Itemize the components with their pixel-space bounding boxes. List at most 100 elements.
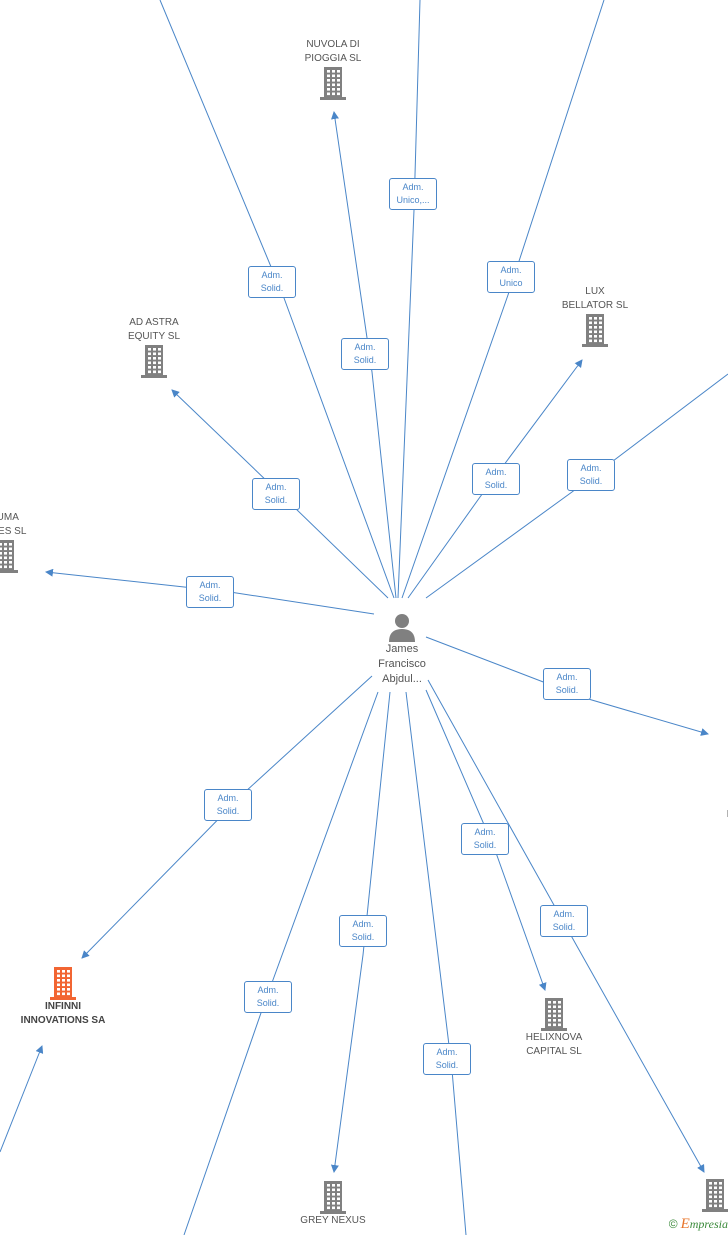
edge-label-line: Adm. (402, 182, 424, 192)
edge-label-line: Solid. (552, 922, 576, 932)
company-node-nuvola[interactable]: NUVOLA DI PIOGGIA SL (273, 38, 393, 100)
company-node-helixnova[interactable]: HELIXNOVA CAPITAL SL (494, 997, 614, 1059)
company-node-infinni[interactable]: INFINNI INNOVATIONS SA (3, 966, 123, 1028)
company-name: INFINNI INNOVATIONS SA (3, 1000, 123, 1028)
edge-label-13[interactable]: Adm. Solid. (339, 915, 387, 947)
center-person-name: James Francisco Abjdul... (342, 642, 462, 687)
edge-line-extra-1 (0, 1045, 44, 1153)
edge-label-8[interactable]: Adm.Solid. (186, 576, 234, 608)
edge-label-line: Solid. (555, 685, 579, 695)
edge-label-5[interactable]: Adm. Solid. (472, 463, 520, 495)
building-icon (541, 998, 567, 1031)
edge-label-line: Adm. (436, 1047, 458, 1057)
edge-label-line: Adm. (265, 482, 287, 492)
edge-line-3 (331, 111, 397, 599)
company-node-grey[interactable]: GREY NEXUS (273, 1180, 393, 1228)
edge-label-line: Adm. (500, 265, 522, 275)
edge-line-13 (330, 691, 391, 1173)
edge-label-7[interactable]: Adm. Solid. (567, 459, 615, 491)
edge-line-7 (425, 373, 728, 599)
company-name-line: NUVOLA DI (306, 39, 360, 50)
building-icon (702, 1179, 728, 1212)
company-name: NUVOLA DI PIOGGIA SL (273, 38, 393, 66)
company-name: LUX BELLATOR SL (535, 285, 655, 313)
company-name-line: GREY NEXUS (300, 1215, 366, 1226)
person-icon (389, 614, 415, 642)
company-name-line: AD ASTRA (129, 317, 179, 328)
building-icon (320, 67, 346, 100)
building-icon (320, 1181, 346, 1214)
brand-initial: E (680, 1216, 690, 1232)
edge-line-2 (397, 0, 421, 599)
brand-name: mpresia (689, 1217, 728, 1231)
edge-label-line: Solid. (435, 1060, 459, 1070)
edge-label-6[interactable]: Adm.Solid. (252, 478, 300, 510)
edge-label-line: Solid. (353, 355, 377, 365)
edge-label-line: Solid. (216, 806, 240, 816)
edge-label-line: Solid. (579, 476, 603, 486)
edge-label-2[interactable]: Adm. Unico,... (389, 178, 437, 210)
edge-label-line: Adm. (217, 793, 239, 803)
company-name-line: PIOGGIA SL (304, 53, 362, 64)
edge-label-11[interactable]: Adm.Solid. (461, 823, 509, 855)
company-node-av[interactable]: AVAINTE (678, 780, 728, 822)
edge-label-line: Unico (499, 278, 523, 288)
company-name-line: HELIXNOVA (525, 1032, 583, 1043)
edge-label-line: Adm. (474, 827, 496, 837)
company-node-br[interactable] (655, 1178, 728, 1212)
center-person-node[interactable]: James Francisco Abjdul... (342, 612, 462, 687)
edge-label-line: Adm. (354, 342, 376, 352)
edge-label-line: Adm. (261, 270, 283, 280)
company-name-line: EQUITY SL (127, 331, 181, 342)
edge-label-line: Adm. (553, 909, 575, 919)
edge-label-line: Adm. (352, 919, 374, 929)
edge-label-4[interactable]: Adm. Unico (487, 261, 535, 293)
company-name: AD ASTRA EQUITY SL (94, 316, 214, 344)
building-icon (141, 345, 167, 378)
edge-label-line: Solid. (198, 593, 222, 603)
company-node-ad-astra[interactable]: AD ASTRA EQUITY SL (94, 316, 214, 378)
company-name-line: BELLATOR SL (561, 300, 629, 311)
edge-line-12 (427, 679, 705, 1173)
center-name-line-1: James (385, 643, 419, 655)
edge-line-15 (405, 691, 467, 1235)
edge-label-line: Solid. (484, 480, 508, 490)
edge-label-10[interactable]: Adm. Solid. (204, 789, 252, 821)
edge-label-12[interactable]: Adm. Solid. (540, 905, 588, 937)
company-name-line: INTE (678, 808, 728, 822)
building-icon (582, 314, 608, 347)
edge-label-3[interactable]: Adm. Solid. (341, 338, 389, 370)
copyright-symbol: © (668, 1217, 678, 1231)
company-name-line: LUX (585, 286, 605, 297)
edge-line-5 (407, 359, 583, 599)
edge-label-line: Solid. (256, 998, 280, 1008)
edge-label-line: Adm. (556, 672, 578, 682)
edge-label-14[interactable]: Adm. Solid. (244, 981, 292, 1013)
edge-label-line: Solid. (351, 932, 375, 942)
edge-label-line: Unico,... (396, 195, 430, 205)
company-name-line: URES SL (0, 526, 27, 537)
company-name-line: A (678, 794, 728, 808)
edge-label-line: Solid. (260, 283, 284, 293)
edge-line-14 (183, 691, 379, 1235)
building-icon (50, 967, 76, 1000)
edge-label-line: Adm. (257, 985, 279, 995)
edge-label-1[interactable]: Adm. Solid. (248, 266, 296, 298)
center-name-line-3: Abjdul... (382, 673, 422, 685)
company-name-line: INFINNI (44, 1001, 82, 1012)
company-name: HELIXNOVA CAPITAL SL (494, 1031, 614, 1059)
edge-label-15[interactable]: Adm. Solid. (423, 1043, 471, 1075)
company-name: GREY NEXUS (273, 1214, 393, 1228)
edge-line-4 (401, 0, 605, 599)
edge-label-line: Adm. (580, 463, 602, 473)
company-node-lux[interactable]: LUX BELLATOR SL (535, 285, 655, 347)
company-name-line: AV (678, 780, 728, 794)
building-icon (0, 540, 18, 573)
company-name-line: CAPITAL SL (526, 1046, 582, 1057)
edge-label-line: Adm. (485, 467, 507, 477)
company-name-line: INNOVATIONS SA (20, 1015, 106, 1026)
edge-label-9[interactable]: Adm. Solid. (543, 668, 591, 700)
